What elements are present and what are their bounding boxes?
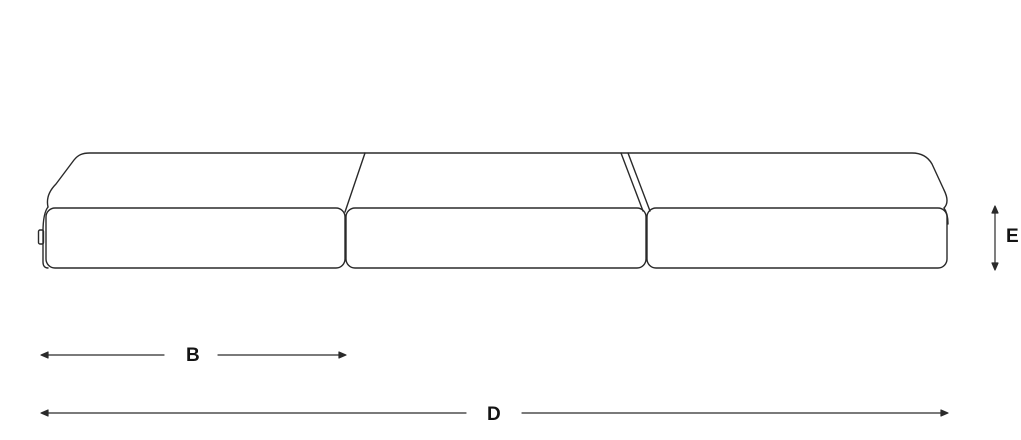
top-seam-left bbox=[344, 152, 366, 213]
mattress-handle bbox=[37, 229, 45, 245]
dimension-e bbox=[991, 205, 999, 271]
mattress-panel-3 bbox=[646, 207, 948, 269]
dimension-d-label: D bbox=[485, 404, 503, 425]
dimension-b-arrow-left bbox=[40, 351, 49, 359]
top-seam-right-b bbox=[627, 152, 651, 212]
mattress-panel-1 bbox=[45, 207, 346, 269]
dimension-d-arrow-left bbox=[40, 409, 49, 417]
top-seam-right-a bbox=[620, 152, 644, 212]
mattress-top-surface bbox=[46, 152, 948, 209]
dimension-b-arrow-right bbox=[338, 351, 347, 359]
dimension-d bbox=[40, 409, 949, 417]
dimension-b bbox=[40, 351, 347, 359]
dimension-b-label: B bbox=[184, 345, 202, 366]
dimension-e-arrow-bottom bbox=[991, 262, 999, 271]
dimension-e-label: E bbox=[1004, 226, 1021, 247]
dimension-d-arrow-right bbox=[940, 409, 949, 417]
mattress-panel-2 bbox=[345, 207, 647, 269]
mattress-left-edge bbox=[42, 206, 49, 269]
dimension-e-arrow-top bbox=[991, 205, 999, 214]
mattress-right-edge bbox=[943, 207, 949, 225]
